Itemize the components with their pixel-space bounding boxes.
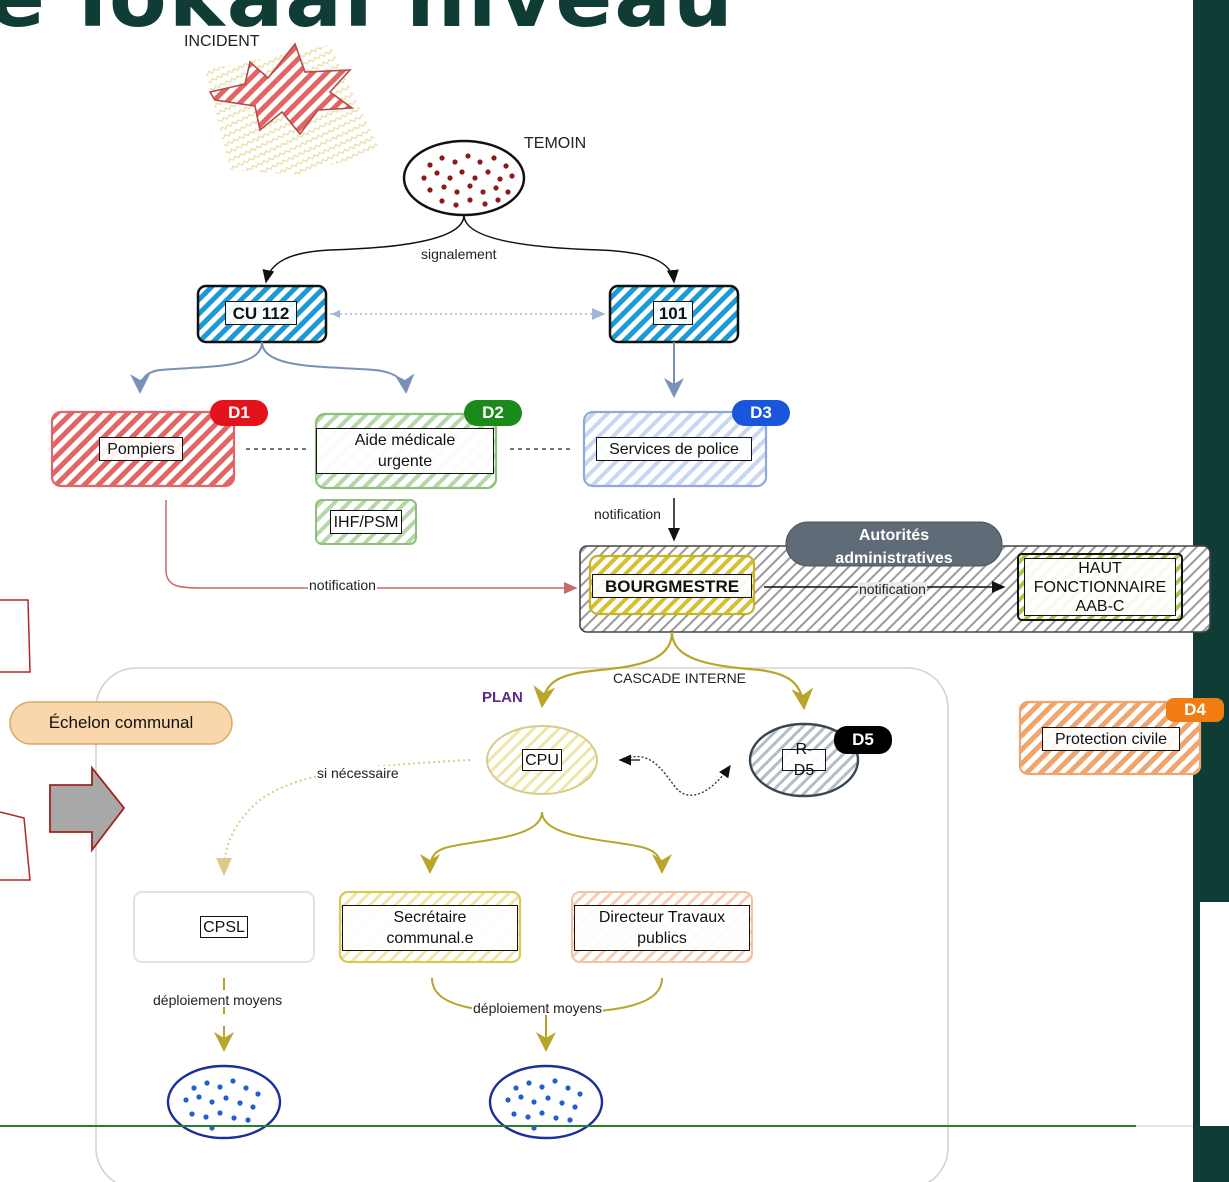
temoin-label: TEMOIN — [524, 135, 587, 152]
autorites-pill — [785, 521, 1003, 567]
directeur-label: Directeur Travaux publics — [574, 905, 750, 951]
police-label: Services de police — [596, 437, 752, 461]
cpu-label: CPU — [522, 749, 562, 771]
autorites-label: Autorités administratives — [786, 524, 1002, 570]
secretaire-line2: communal.e — [386, 930, 474, 947]
directeur-line2: publics — [637, 930, 687, 947]
incident-star-icon — [208, 42, 355, 136]
autorites-line2: administratives — [835, 550, 953, 567]
aide-medicale-label: Aide médicale urgente — [316, 428, 494, 474]
badge-d4: D4 — [1166, 698, 1224, 722]
secretaire-label: Secrétaire communal.e — [342, 905, 518, 951]
deploiement-label-right: déploiement moyens — [472, 1000, 604, 1016]
bourgmestre-label: BOURGMESTRE — [592, 574, 752, 598]
badge-d5: D5 — [834, 726, 892, 754]
signalement-label: signalement — [420, 246, 498, 262]
echelon-zone — [95, 667, 949, 1182]
deploiement-label-left: déploiement moyens — [152, 992, 284, 1008]
plan-label: PLAN — [482, 689, 523, 706]
ihf-psm-label: IHF/PSM — [330, 510, 402, 534]
haut-fonctionnaire-label: HAUT FONCTIONNAIRE AAB-C — [1024, 558, 1176, 616]
pompiers-label: Pompiers — [99, 437, 183, 461]
notification-label-pompiers: notification — [308, 577, 377, 593]
cascade-label: CASCADE INTERNE — [612, 670, 748, 686]
label-101: 101 — [653, 301, 693, 325]
cu112-label: CU 112 — [225, 301, 297, 325]
directeur-line1: Directeur Travaux — [598, 909, 726, 926]
cpsl-label: CPSL — [200, 916, 248, 938]
haut-fonct-line2: FONCTIONNAIRE — [1033, 578, 1167, 596]
resources-ellipse-right — [488, 1064, 604, 1140]
aide-medicale-line2: urgente — [377, 453, 433, 470]
aide-medicale-line1: Aide médicale — [354, 432, 456, 449]
notification-label-police: notification — [594, 506, 661, 522]
badge-d1: D1 — [210, 400, 268, 426]
echelon-label[interactable]: Échelon communal — [48, 713, 194, 732]
si-necessaire-label: si nécessaire — [316, 765, 400, 781]
protection-civile-label: Protection civile — [1042, 727, 1180, 751]
r-d5-label: R-D5 — [782, 741, 826, 779]
secretaire-line1: Secrétaire — [393, 909, 467, 926]
page-title: e lokaal niveau — [0, 0, 735, 46]
badge-d3: D3 — [732, 400, 790, 426]
resources-ellipse-left — [166, 1064, 282, 1140]
badge-d2: D2 — [464, 400, 522, 426]
haut-fonct-line1: HAUT — [1078, 559, 1122, 577]
incident-label: INCIDENT — [184, 33, 260, 50]
haut-fonct-line3: AAB-C — [1075, 597, 1125, 615]
arrow-right-icon — [49, 765, 126, 853]
notification-label-bourgmestre: notification — [858, 581, 927, 597]
temoin-dots — [421, 153, 515, 208]
autorites-line1: Autorités — [858, 527, 930, 544]
